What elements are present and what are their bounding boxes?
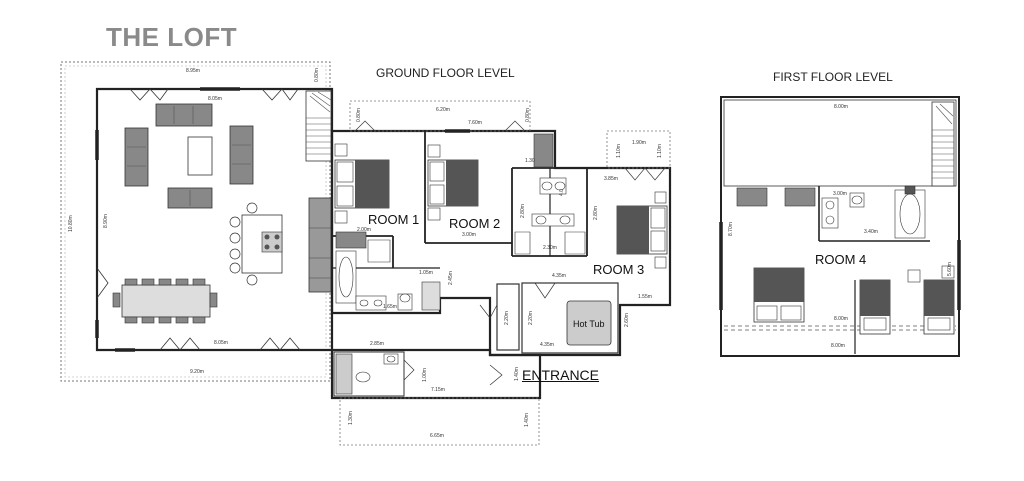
living-doors-bottom-right — [259, 337, 301, 351]
dim-label: 2.80m — [520, 204, 526, 218]
coffee-table — [187, 136, 213, 176]
rooms-deck-door — [504, 120, 526, 132]
dim-label: 1.05m — [419, 270, 433, 276]
dim-label: 0.80m — [314, 68, 320, 82]
staircase-steps — [306, 91, 332, 155]
hall-walls — [330, 348, 542, 400]
dim-label: 9.20m — [190, 369, 204, 375]
first-floor-bath — [821, 185, 926, 239]
dim-label: 0.80m — [525, 108, 531, 122]
wardrobe — [533, 133, 554, 168]
hot-tub-label: Hot Tub — [573, 319, 605, 329]
dim-label: 1.65m — [383, 304, 397, 310]
sofa-top — [155, 103, 213, 127]
dim-label: 8.95m — [186, 68, 200, 74]
living-doors-bottom — [159, 337, 201, 351]
dim-label: 0.80m — [356, 108, 362, 122]
room2-label: ROOM 2 — [449, 216, 501, 231]
living-doors-top — [129, 88, 169, 101]
dim-label: 1.40m — [514, 367, 520, 381]
desk — [736, 187, 768, 207]
rooms-deck-door — [354, 120, 376, 132]
living-doors-top-right — [261, 88, 299, 101]
sofa-right — [229, 125, 254, 185]
sofa-left — [124, 127, 149, 187]
dining-chairs — [112, 278, 218, 324]
dim-label: 8.90m — [103, 214, 109, 228]
dim-label: 4.35m — [540, 342, 554, 348]
dim-label: 3.00m — [462, 232, 476, 238]
hob — [261, 231, 283, 253]
living-doors-left — [96, 267, 109, 299]
dim-label: 8.70m — [728, 222, 734, 236]
dim-label: 2.80m — [593, 206, 599, 220]
ground-floor-label: GROUND FLOOR LEVEL — [376, 66, 515, 80]
dim-label: 10.80m — [68, 215, 74, 232]
dim-label: 6.20m — [436, 107, 450, 113]
dim-label: 6.65m — [430, 433, 444, 439]
dim-label: 2.30m — [543, 245, 557, 251]
entrance-terrace — [339, 397, 540, 446]
bar-stools — [229, 202, 258, 286]
dim-label: 1.10m — [657, 144, 663, 158]
dim-label: 8.05m — [214, 340, 228, 346]
dim-label: 1.10m — [616, 144, 622, 158]
hot-tub — [566, 300, 612, 346]
hot-tub-side — [496, 283, 520, 351]
room4-label: ROOM 4 — [815, 252, 867, 267]
desk — [784, 187, 816, 207]
room1-label: ROOM 1 — [368, 212, 420, 227]
void-area — [723, 99, 957, 187]
dim-label: 4.35m — [552, 273, 566, 279]
dim-label: 2.00m — [357, 227, 371, 233]
entrance-label: ENTRANCE — [522, 367, 600, 383]
dim-label: 3.40m — [864, 229, 878, 235]
first-floor-staircase — [931, 101, 955, 187]
dim-label: 1.55m — [638, 294, 652, 300]
page-title: THE LOFT — [106, 22, 238, 52]
dim-label: 2.60m — [624, 313, 630, 327]
dim-label: 7.60m — [468, 120, 482, 126]
staircase — [305, 90, 332, 162]
room3-balcony — [606, 130, 671, 169]
dim-label: 4.0 — [559, 189, 565, 196]
dim-label: 1.30m — [348, 411, 354, 425]
dim-label: 8.00m — [831, 343, 845, 349]
dim-label: 2.45m — [448, 271, 454, 285]
dim-label: 8.00m — [834, 316, 848, 322]
wc-room — [333, 351, 405, 397]
rooms-deck — [349, 100, 531, 132]
dim-label: 2.85m — [370, 341, 384, 347]
dim-label: 3.85m — [604, 176, 618, 182]
dim-label: 8.00m — [834, 104, 848, 110]
dim-label: 1.30 — [525, 158, 535, 164]
dim-label: 1.40m — [524, 413, 530, 427]
dim-label: 1.00m — [422, 368, 428, 382]
dim-label: 8.05m — [208, 96, 222, 102]
dim-label: 7.15m — [431, 387, 445, 393]
dim-label: 1.90m — [632, 140, 646, 146]
dim-label: 2.20m — [528, 311, 534, 325]
room1-bath-fixtures — [335, 231, 441, 311]
ensuite-fixtures — [514, 177, 586, 255]
dim-label: 3.00m — [833, 191, 847, 197]
dim-label: 2.20m — [504, 311, 510, 325]
dim-label: 5.60m — [947, 262, 953, 276]
room3-label: ROOM 3 — [593, 262, 645, 277]
first-floor-label: FIRST FLOOR LEVEL — [773, 70, 893, 84]
dining-table — [121, 284, 211, 318]
